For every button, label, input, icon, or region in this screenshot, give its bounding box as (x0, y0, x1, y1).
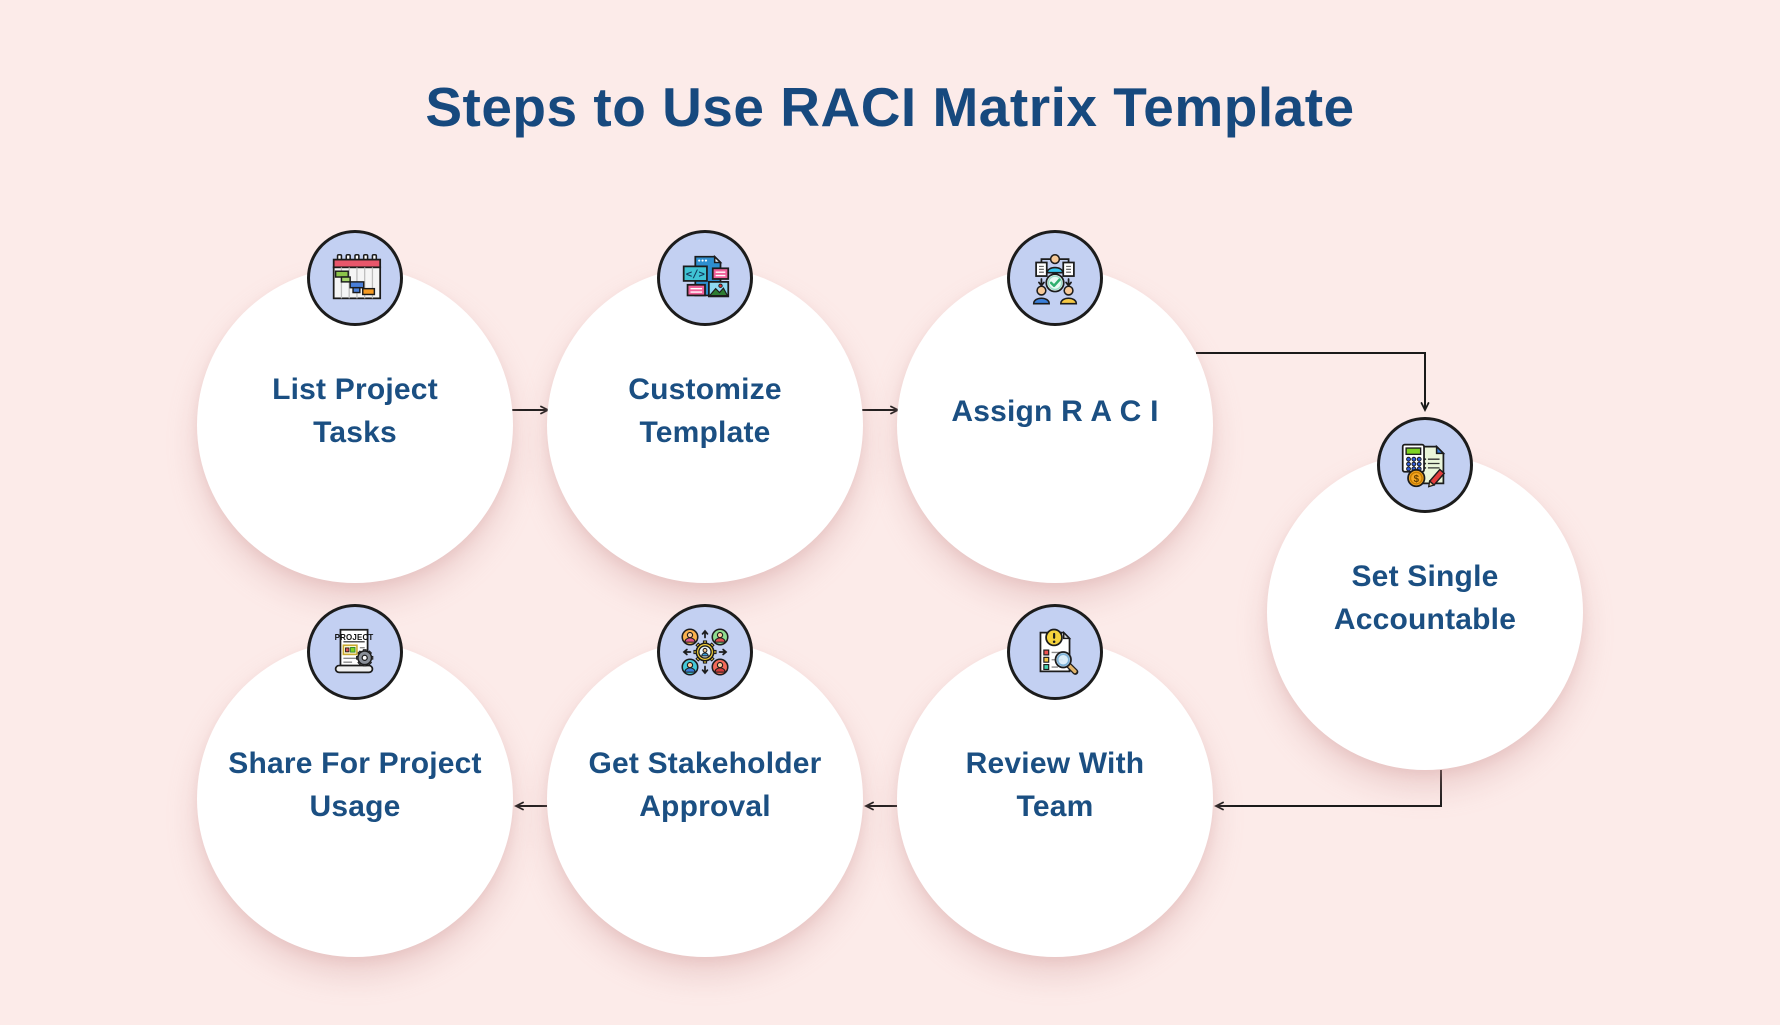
step-node-4: $ Set Single Accountable (1267, 417, 1583, 770)
step-label-1: List Project Tasks (272, 373, 438, 449)
svg-text:PROJECT: PROJECT (335, 633, 374, 642)
project-share-icon: PROJECT (307, 604, 403, 700)
step-node-6: Get Stakeholder Approval (547, 604, 863, 957)
step-label-6: Get Stakeholder Approval (588, 747, 822, 823)
svg-text:</>: </> (686, 268, 705, 281)
step-label-7: Share For Project Usage (228, 747, 482, 823)
step-label-3: Assign R A C I (951, 394, 1159, 428)
step-node-5: Review With Team (897, 604, 1213, 957)
template-editor-icon: </> (657, 230, 753, 326)
step-node-2: </> Customize Template (547, 230, 863, 583)
stakeholder-network-icon (657, 604, 753, 700)
document-review-icon (1007, 604, 1103, 700)
step-node-3: Assign R A C I (897, 230, 1213, 583)
connector-step4-step5 (1213, 770, 1442, 811)
calculator-document-icon: $ (1377, 417, 1473, 513)
step-node-1: List Project Tasks (197, 230, 513, 583)
step-node-7: PROJECT Share For Project Usage (197, 604, 513, 957)
gantt-schedule-icon (307, 230, 403, 326)
connector-step3-step4 (1196, 352, 1430, 413)
step-label-4: Set Single Accountable (1333, 560, 1517, 636)
page-title: Steps to Use RACI Matrix Template (425, 76, 1355, 138)
svg-text:$: $ (1414, 474, 1420, 485)
step-label-5: Review With Team (965, 747, 1145, 823)
step-label-2: Customize Template (628, 373, 782, 449)
team-assignment-icon (1007, 230, 1103, 326)
